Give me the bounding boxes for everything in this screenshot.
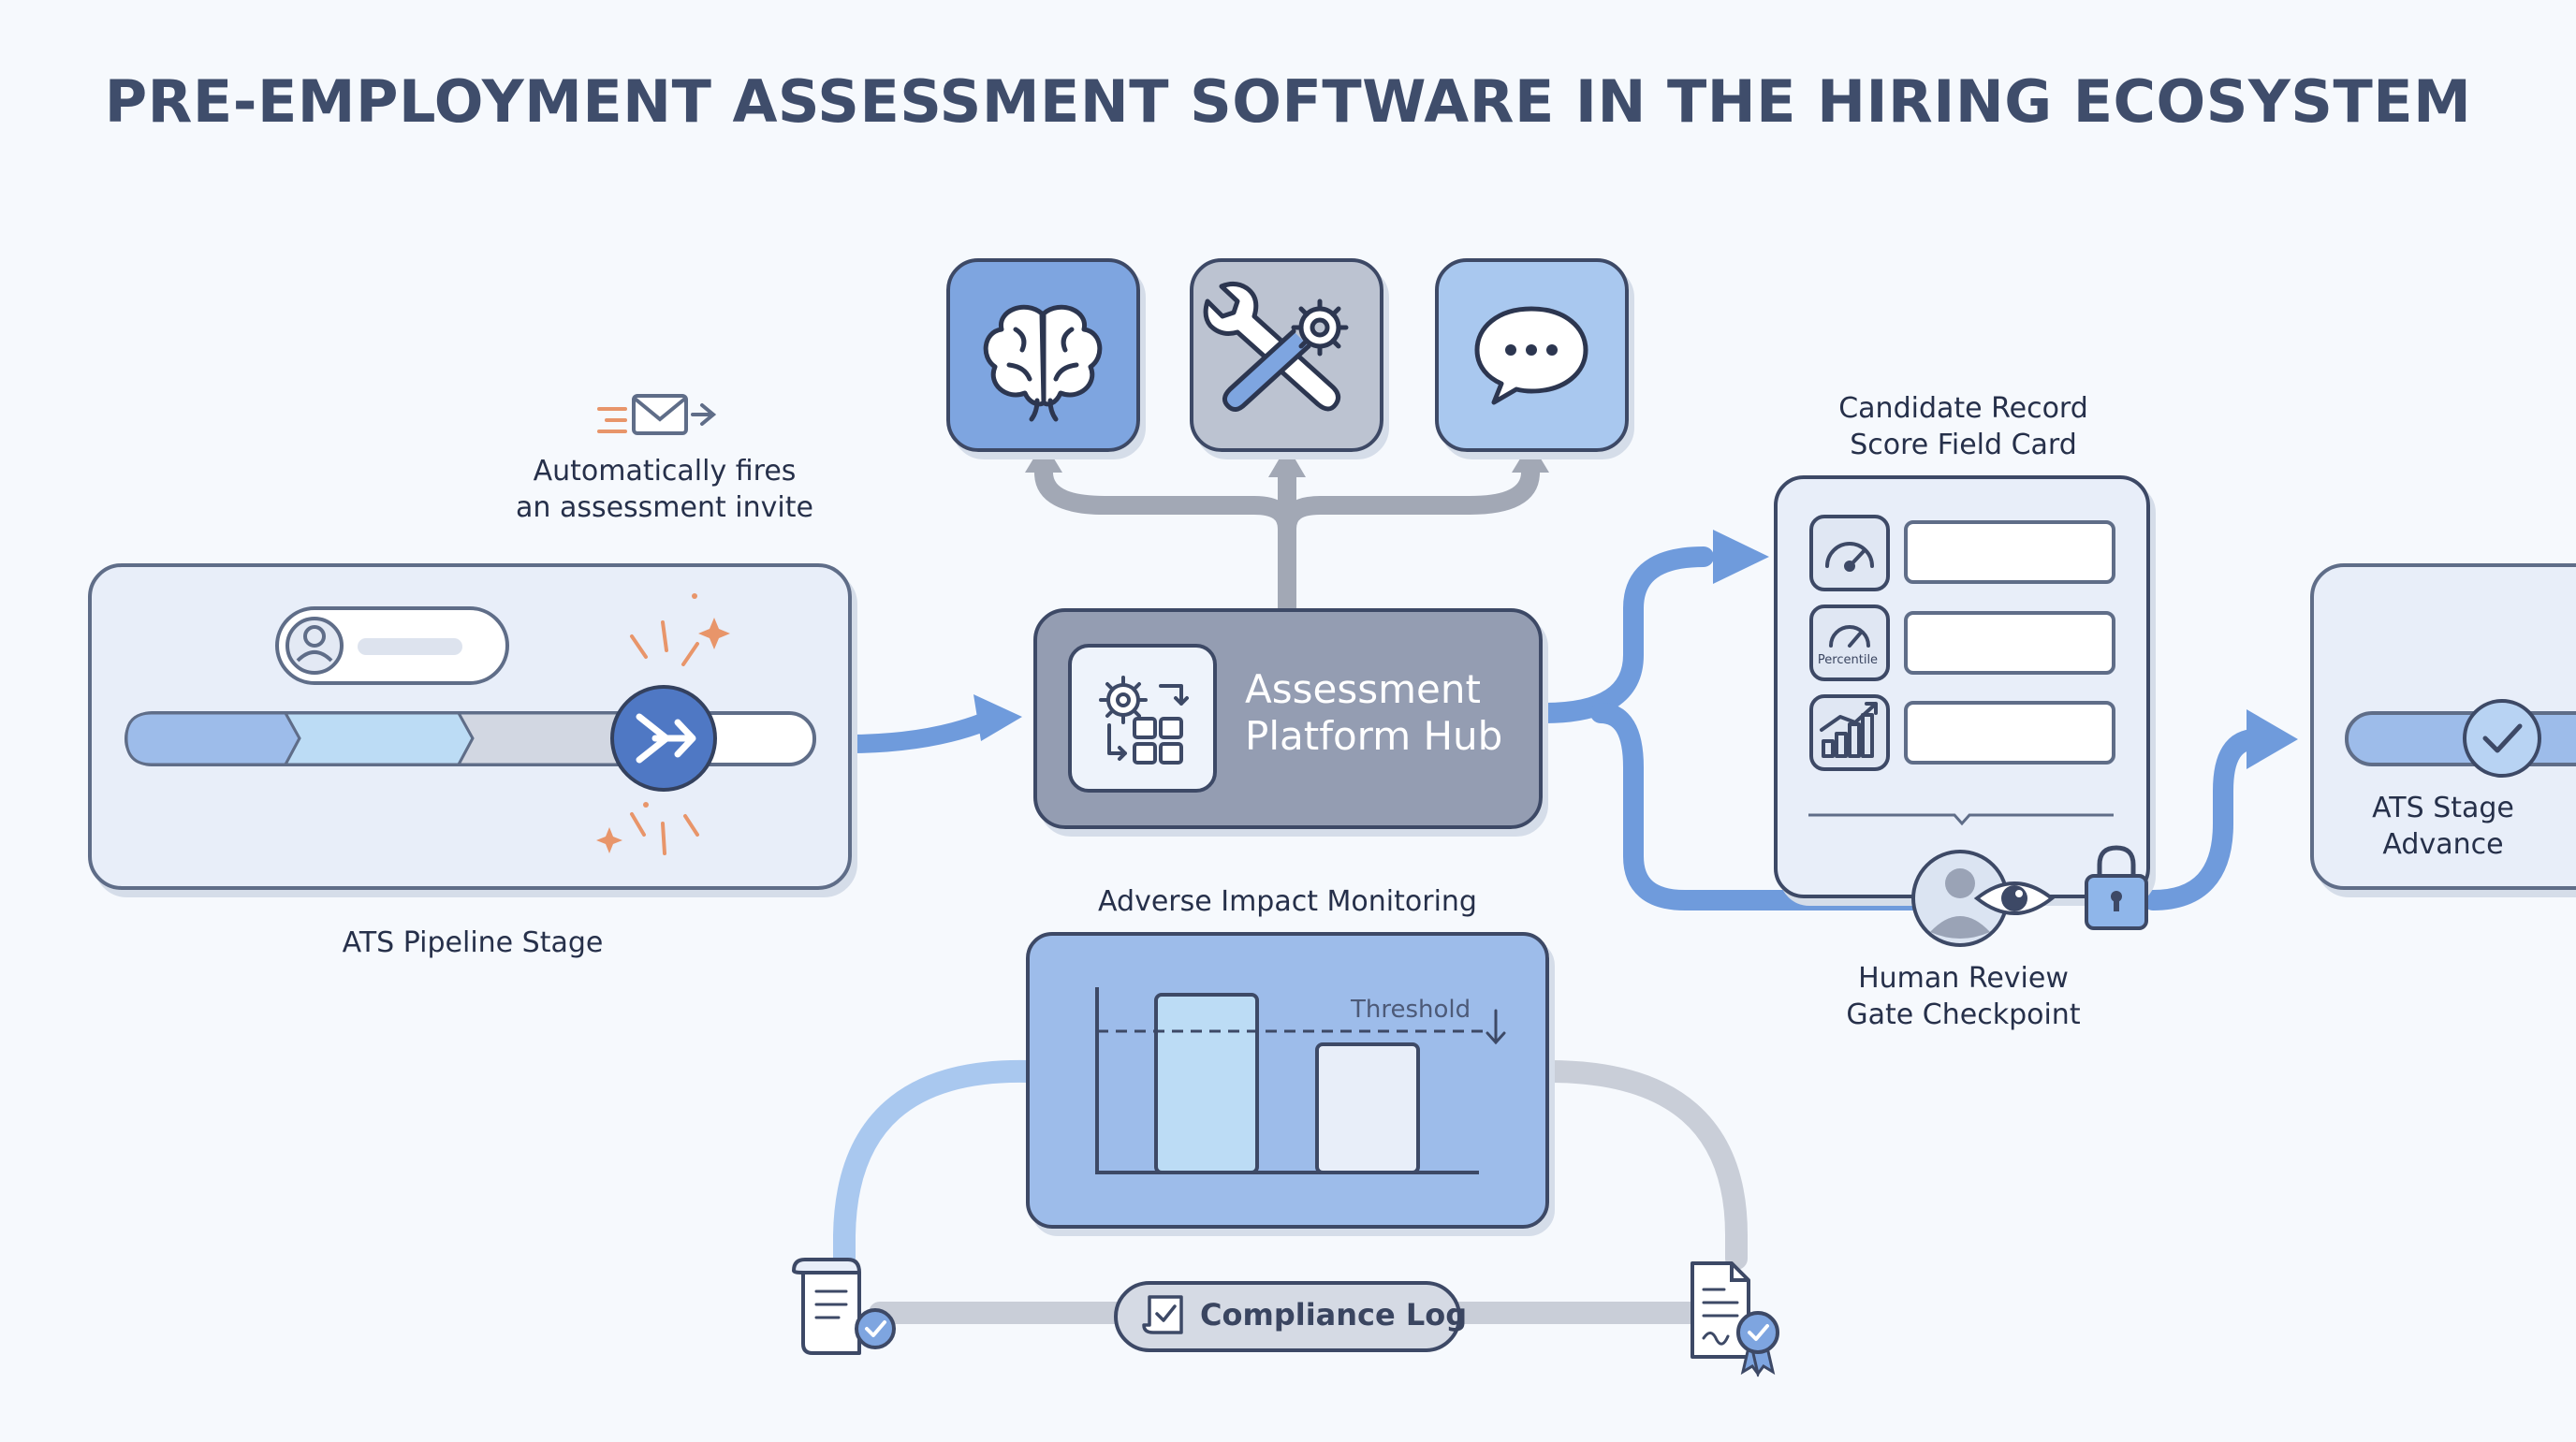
score-card-title-line2: Score Field Card [1850,429,2077,461]
impact-bar-2 [1315,1042,1420,1174]
pipeline-stage-3 [456,711,638,766]
score-field-1 [1904,520,2115,584]
ats-advance-panel [2310,563,2576,890]
eye-icon [1973,881,2056,915]
trigger-node-icon [610,685,717,792]
ats-advance-line1: ATS Stage [2372,792,2514,824]
invite-note-line1: Automatically fires [533,455,797,488]
compliance-log-pill [1114,1281,1461,1352]
compliance-right-arc [1538,1060,1748,1270]
assessment-type-skills [1190,258,1383,452]
ats-advance-label: ATS Stage Advance [2312,790,2574,863]
spark-icon [630,620,699,855]
ats-pipeline-label: ATS Pipeline Stage [342,926,604,959]
assessment-type-communication [1435,258,1629,452]
pipeline-stage-2 [283,711,475,766]
percentile-gauge-icon [1829,625,1870,648]
score-card-title: Candidate Record Score Field Card [1778,390,2148,463]
human-review-line2: Gate Checkpoint [1846,998,2081,1031]
candidate-chip [275,606,509,685]
scroll-document-icon [792,1258,896,1355]
envelope-icon [597,394,717,435]
chat-bubble-icon [1474,306,1588,405]
pipeline-stage-1 [124,711,301,766]
ats-advance-line2: Advance [2382,828,2504,861]
hub-integration-icon [1099,676,1189,765]
impact-bar-1 [1154,993,1259,1174]
invite-note-line2: an assessment invite [516,491,813,524]
human-review-line1: Human Review [1858,962,2069,995]
compliance-left-arc [833,1059,1041,1270]
lock-icon [2085,845,2148,930]
gauge-icon [1825,542,1874,572]
human-review-label: Human Review Gate Checkpoint [1778,960,2148,1033]
hub-label: Assessment Platform Hub [1245,666,1502,760]
adverse-impact-label: Adverse Impact Monitoring [1098,885,1477,918]
assessment-platform-hub [1033,608,1543,829]
hub-label-line1: Assessment [1245,666,1481,712]
score-card-title-line1: Candidate Record [1838,392,2088,425]
score-field-card [1774,475,2150,898]
score-field-3 [1904,701,2115,765]
hub-to-types-connector [1034,463,1296,619]
brain-icon [983,304,1103,422]
checkmark-icon [2463,699,2541,778]
compliance-log-label: Compliance Log [1200,1297,1468,1333]
threshold-label: Threshold [1351,996,1471,1024]
hub-to-scorecard-arrow [1534,546,1714,723]
scroll-check-icon [1142,1295,1183,1334]
hub-to-review-connector [1590,703,1929,910]
connectors [505,463,2266,1324]
pipeline-to-hub-arrow [838,713,992,753]
assessment-type-cognitive [946,258,1140,452]
hub-label-line2: Platform Hub [1245,713,1503,759]
threshold-arrow-icon [1486,1009,1506,1045]
adverse-impact-panel [1026,932,1549,1229]
certified-document-icon [1690,1261,1779,1377]
human-review-gate [1911,845,2148,947]
invite-note: Automatically fires an assessment invite [496,453,833,526]
diagram-title: PRE-EMPLOYMENT ASSESSMENT SOFTWARE IN TH… [104,67,2472,136]
score-field-2 [1904,611,2115,675]
review-to-advance-arrow [2143,729,2266,910]
bar-chart-icon [1820,702,1878,758]
percentile-label: Percentile [1817,653,1879,667]
wrench-gear-icon [1203,281,1349,412]
ats-pipeline-panel [88,563,852,890]
